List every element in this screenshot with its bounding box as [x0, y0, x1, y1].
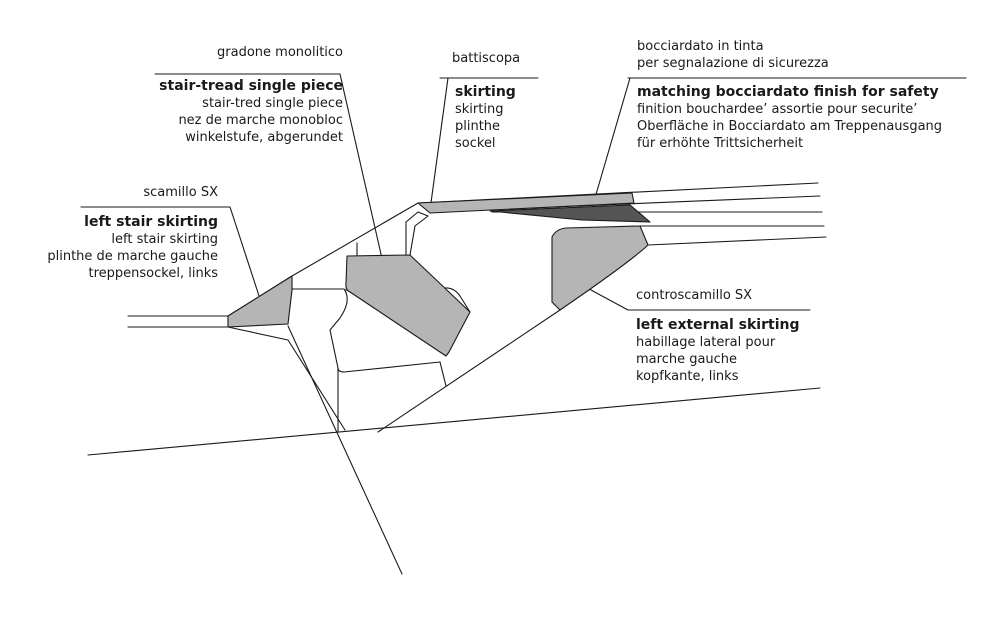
label-scamillo-italian: scamillo SX	[143, 185, 218, 200]
label-bocciardato: matching bocciardato finish for safety f…	[637, 84, 942, 152]
label-scamillo: left stair skirting left stair skirting …	[47, 214, 218, 282]
gradone-shape	[345, 254, 471, 357]
label-bocciardato-italian-line: per segnalazione di sicurezza	[637, 56, 829, 71]
label-gradone-italian: gradone monolitico	[217, 45, 343, 60]
wall-diagonal-line	[287, 325, 403, 575]
label-controscamillo-line: marche gauche	[636, 352, 738, 367]
label-controscamillo: left external skirting habillage lateral…	[636, 317, 799, 385]
leader-battiscopa-drop	[429, 77, 449, 211]
step-profile-lower	[291, 288, 441, 373]
label-controscamillo-title: left external skirting	[636, 317, 800, 333]
floor-line	[87, 387, 821, 456]
label-gradone-line: stair-tred single piece	[202, 96, 343, 111]
controscamillo-shape	[551, 225, 649, 311]
bocciardato-strip	[489, 204, 651, 223]
leader-controscamillo	[577, 282, 811, 311]
upper-landing-line-5	[647, 236, 827, 246]
label-bocciardato-line: für erhöhte Trittsicherheit	[637, 136, 804, 151]
label-bocciardato-line: finition bouchardee’ assortie pour secur…	[637, 102, 918, 117]
label-controscamillo-italian: controscamillo SX	[636, 288, 753, 303]
stair-slope-base	[287, 339, 346, 431]
label-gradone-title: stair-tread single piece	[159, 78, 343, 94]
label-scamillo-line: plinthe de marche gauche	[47, 249, 218, 264]
label-scamillo-line: left stair skirting	[111, 232, 218, 247]
leader-bocciardato-drop	[589, 77, 631, 216]
step-profile-upper	[405, 211, 429, 256]
label-bocciardato-italian-line: bocciardato in tinta	[637, 39, 764, 54]
label-battiscopa: skirting skirting plinthe sockel	[455, 84, 516, 152]
label-battiscopa-italian: battiscopa	[452, 51, 521, 66]
label-bocciardato-title: matching bocciardato finish for safety	[637, 84, 939, 100]
step-vertical-mid	[439, 361, 447, 387]
wall-top-left-line	[227, 326, 289, 341]
label-controscamillo-line: habillage lateral pour	[636, 335, 776, 350]
label-scamillo-title: left stair skirting	[84, 214, 218, 230]
label-gradone: stair-tread single piece stair-tred sing…	[159, 78, 343, 146]
battiscopa-strip	[417, 192, 635, 214]
label-controscamillo-line: kopfkante, links	[636, 369, 739, 384]
label-bocciardato-italian: bocciardato in tinta per segnalazione di…	[637, 38, 829, 72]
label-battiscopa-line: plinthe	[455, 119, 501, 134]
leader-gradone	[154, 73, 389, 286]
label-gradone-line: nez de marche monobloc	[178, 113, 343, 128]
label-battiscopa-line: skirting	[455, 102, 504, 117]
label-battiscopa-title: skirting	[455, 84, 516, 100]
label-gradone-line: winkelstufe, abgerundet	[185, 130, 343, 145]
leader-scamillo	[80, 206, 263, 306]
label-battiscopa-line: sockel	[455, 136, 496, 151]
label-scamillo-line: treppensockel, links	[88, 266, 218, 281]
label-bocciardato-line: Oberfläche in Bocciardato am Treppenausg…	[637, 119, 943, 134]
scamillo-shape	[227, 275, 293, 328]
